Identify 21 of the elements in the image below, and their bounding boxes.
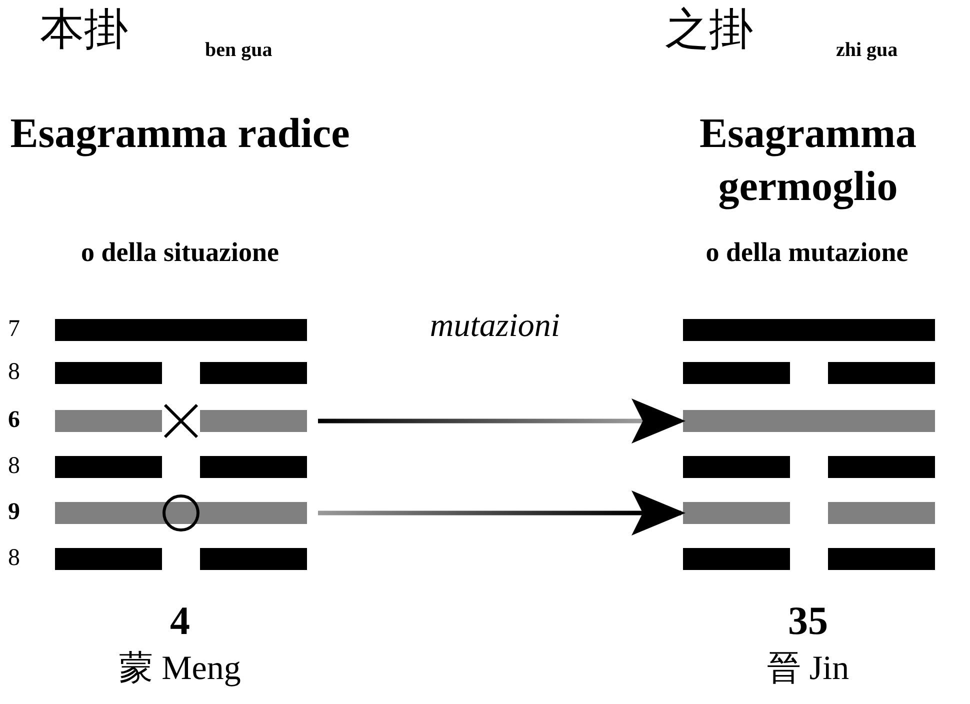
- text-label: 晉 Jin: [766, 649, 850, 689]
- text-label: 4: [169, 597, 191, 645]
- text-label: 之掛: [665, 3, 754, 57]
- line-value: 6: [8, 406, 21, 435]
- line-value: 7: [8, 315, 21, 344]
- arrow: [318, 398, 686, 444]
- text-label: o della mutazione: [704, 236, 910, 269]
- text-label: 蒙 Meng: [118, 649, 242, 689]
- line-value: 8: [8, 452, 21, 481]
- line-value: 9: [8, 498, 21, 527]
- text-label: Esagramma germoglio: [698, 110, 918, 212]
- text-label: Esagramma radice: [10, 110, 350, 159]
- text-label: o della situazione: [80, 236, 280, 269]
- arrow: [318, 490, 686, 536]
- text-label: zhi gua: [836, 38, 899, 63]
- text-label: 本掛: [40, 3, 129, 57]
- line-value: 8: [8, 358, 21, 387]
- text-label: ben gua: [205, 38, 274, 63]
- text-label: 35: [787, 597, 829, 645]
- arrow-caption: mutazioni: [428, 307, 562, 346]
- line-value: 8: [8, 544, 21, 573]
